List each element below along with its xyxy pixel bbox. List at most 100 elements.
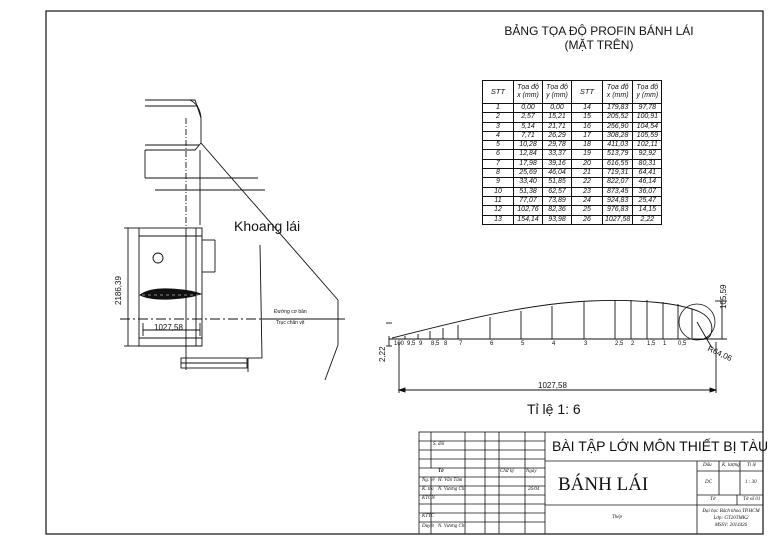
row-stt-left: 9 — [482, 177, 514, 188]
row-x-left: 25,69 — [513, 168, 543, 179]
row-x-right: 616,55 — [601, 158, 634, 170]
station-label: 9 — [419, 341, 423, 347]
station-label: 8 — [444, 341, 448, 347]
row-stt-left: 2 — [482, 112, 514, 123]
row-x-right: 513,79 — [601, 149, 634, 160]
row-x-left: 17,98 — [513, 158, 543, 170]
station-label: 7 — [459, 341, 463, 347]
row-stt-right: 15 — [571, 112, 603, 123]
title-block-role: Ng. vẽ — [422, 478, 435, 483]
school-name: Đại học Bách khoa TP.HCM — [702, 509, 760, 514]
row-x-right: 256,90 — [601, 121, 634, 132]
header-y-left: Tọa độ y (mm) — [542, 80, 572, 104]
stamp-label: Dấu — [703, 463, 712, 468]
course-title: BÀI TẬP LỚN MÔN THIẾT BỊ TÀU — [552, 438, 768, 454]
station-label: 0,5 — [678, 341, 687, 347]
row-x-right: 205,52 — [601, 112, 634, 123]
row-stt-right: 14 — [571, 102, 603, 114]
header-x-left: Tọa độ x (mm) — [513, 80, 543, 104]
row-x-left: 2,57 — [513, 112, 543, 123]
signature-label: Chữ ký — [500, 469, 515, 474]
row-y-left: 51,85 — [542, 177, 572, 188]
row-y-right: 25,47 — [632, 195, 663, 207]
date-label: Ngày — [526, 469, 537, 474]
table-title-line2: (MẶT TRÊN) — [564, 38, 634, 52]
row-x-right: 179,83 — [601, 102, 634, 114]
station-label: 100 — [394, 341, 405, 347]
row-x-left: 102,76 — [513, 205, 543, 216]
row-x-left: 12,84 — [513, 149, 543, 160]
row-x-left: 7,71 — [513, 130, 543, 142]
row-stt-right: 21 — [571, 168, 603, 179]
drawing-title: BÁNH LÁI — [558, 474, 649, 495]
row-y-left: 33,37 — [542, 149, 572, 160]
hull-side-view — [120, 99, 345, 381]
row-stt-left: 11 — [482, 195, 514, 207]
scale-ratio-label: Tỉ lệ — [747, 463, 757, 468]
station-label: 4 — [552, 341, 556, 347]
sheet-number-value: Tờ số 01 — [743, 497, 761, 502]
header-stt-left: STT — [482, 80, 514, 104]
row-stt-right: 20 — [571, 158, 603, 170]
row-stt-right: 18 — [571, 140, 603, 151]
row-y-right: 97,78 — [632, 102, 663, 114]
title-block-name: N. Vương Chi — [438, 487, 466, 492]
header-stt-right: STT — [571, 80, 603, 104]
row-x-right: 719,31 — [601, 168, 634, 179]
rudder-chord-dimension-left: 1027,58 — [154, 323, 183, 332]
shaft-axis-label: Trục chân vịt — [276, 320, 305, 326]
title-block-role: KTTC — [422, 514, 435, 519]
row-y-right: 2,22 — [632, 214, 663, 225]
row-y-left: 39,16 — [542, 158, 572, 170]
row-stt-left: 5 — [482, 140, 514, 151]
row-y-right: 64,41 — [632, 168, 663, 179]
row-stt-left: 1 — [482, 102, 514, 114]
row-y-left: 0,00 — [542, 102, 572, 114]
station-label: 1,5 — [647, 341, 656, 347]
row-x-right: 976,83 — [601, 205, 634, 216]
row-x-right: 924,83 — [601, 195, 634, 207]
drawing-frame — [45, 10, 764, 535]
row-stt-left: 10 — [482, 186, 514, 197]
row-stt-right: 22 — [571, 177, 603, 188]
row-x-left: 0,00 — [513, 102, 543, 114]
row-stt-left: 13 — [482, 214, 514, 225]
row-stt-right: 16 — [571, 121, 603, 132]
row-x-left: 77,07 — [513, 195, 543, 207]
row-y-left: 29,78 — [542, 140, 572, 151]
row-x-right: 1027,58 — [601, 214, 634, 225]
row-y-left: 73,89 — [542, 195, 572, 207]
row-y-right: 104,54 — [632, 121, 663, 132]
rudder-height-dimension: 2186,39 — [114, 276, 123, 305]
row-x-right: 411,03 — [601, 140, 634, 151]
material-label: Thép — [612, 515, 622, 520]
title-block-name: N. Vương Chi — [438, 524, 466, 529]
mass-label: K. lượng — [722, 463, 740, 468]
row-y-left: 62,57 — [542, 186, 572, 197]
coordinate-table: STT Tọa độ x (mm) Tọa độ y (mm) STT Tọa … — [482, 80, 663, 225]
revision-label: S. đổi — [433, 442, 445, 447]
sheet-number-label: Tờ — [710, 497, 716, 502]
profile-chord-dimension: 1027,58 — [538, 381, 567, 390]
table-title-line1: BẢNG TỌA ĐỘ PROFIN BÁNH LÁI — [504, 24, 694, 38]
coordinate-table-header: STT Tọa độ x (mm) Tọa độ y (mm) STT Tọa … — [482, 80, 663, 104]
row-y-right: 80,31 — [632, 158, 663, 170]
row-y-right: 46,14 — [632, 177, 663, 188]
table-title: BẢNG TỌA ĐỘ PROFIN BÁNH LÁI (MẶT TRÊN) — [484, 24, 714, 52]
header-y-right: Tọa độ y (mm) — [632, 80, 663, 104]
school-info: Đại học Bách khoa TP.HCM Lớp: GT20TMK2 M… — [699, 508, 763, 529]
row-stt-right: 19 — [571, 149, 603, 160]
row-stt-right: 24 — [571, 195, 603, 207]
row-stt-left: 7 — [482, 158, 514, 170]
row-y-left: 15,21 — [542, 112, 572, 123]
scale-ratio-value: 1 : 30 — [745, 480, 757, 485]
row-x-left: 5,14 — [513, 121, 543, 132]
row-x-right: 822,07 — [601, 177, 634, 188]
